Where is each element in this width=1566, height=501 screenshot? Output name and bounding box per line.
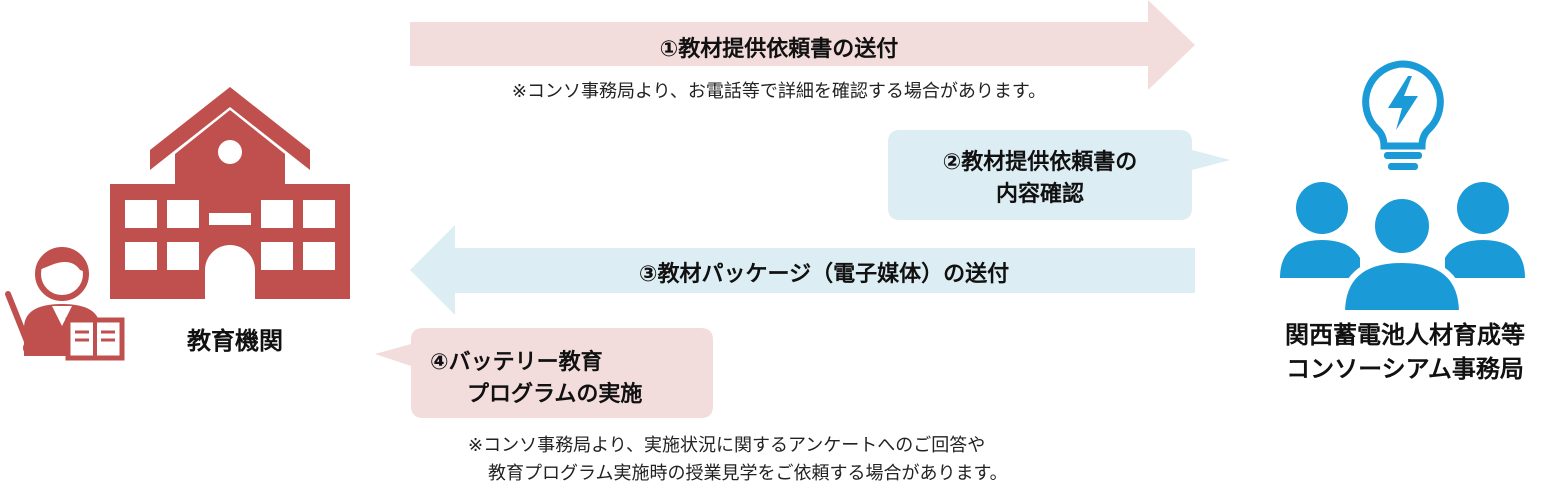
step1-label: ①教材提供依頼書の送付 xyxy=(659,37,899,62)
right-entity-label-line1: 関西蓄電池人材育成等 xyxy=(1285,321,1525,349)
lightbulb-icon xyxy=(1362,60,1444,170)
step2-callout xyxy=(888,130,1230,220)
step4-label-line1: ④バッテリー教育 xyxy=(430,350,603,375)
left-entity-label: 教育機関 xyxy=(187,327,283,355)
group-people-icon xyxy=(1280,182,1525,313)
step3-label: ③教材パッケージ（電子媒体）の送付 xyxy=(638,262,1010,287)
step3-arrow xyxy=(410,225,1195,315)
teacher-icon xyxy=(5,247,125,361)
step1-arrow xyxy=(410,0,1195,90)
step1-note: ※コンソ事務局より、お電話等で詳細を確認する場合があります。 xyxy=(511,81,1047,102)
step2-label-line2: 内容確認 xyxy=(995,182,1084,207)
step4-note-line1: ※コンソ事務局より、実施状況に関するアンケートへのご回答や xyxy=(468,435,986,456)
step4-label-line2: プログラムの実施 xyxy=(467,382,643,407)
step4-note-line2: 教育プログラム実施時の授業見学をご依頼する場合があります。 xyxy=(488,463,1008,484)
step4-callout xyxy=(375,328,713,418)
step2-label-line1: ②教材提供依頼書の xyxy=(942,150,1138,175)
school-building-icon xyxy=(110,87,350,299)
right-entity-label-line2: コンソーシアム事務局 xyxy=(1286,355,1524,383)
